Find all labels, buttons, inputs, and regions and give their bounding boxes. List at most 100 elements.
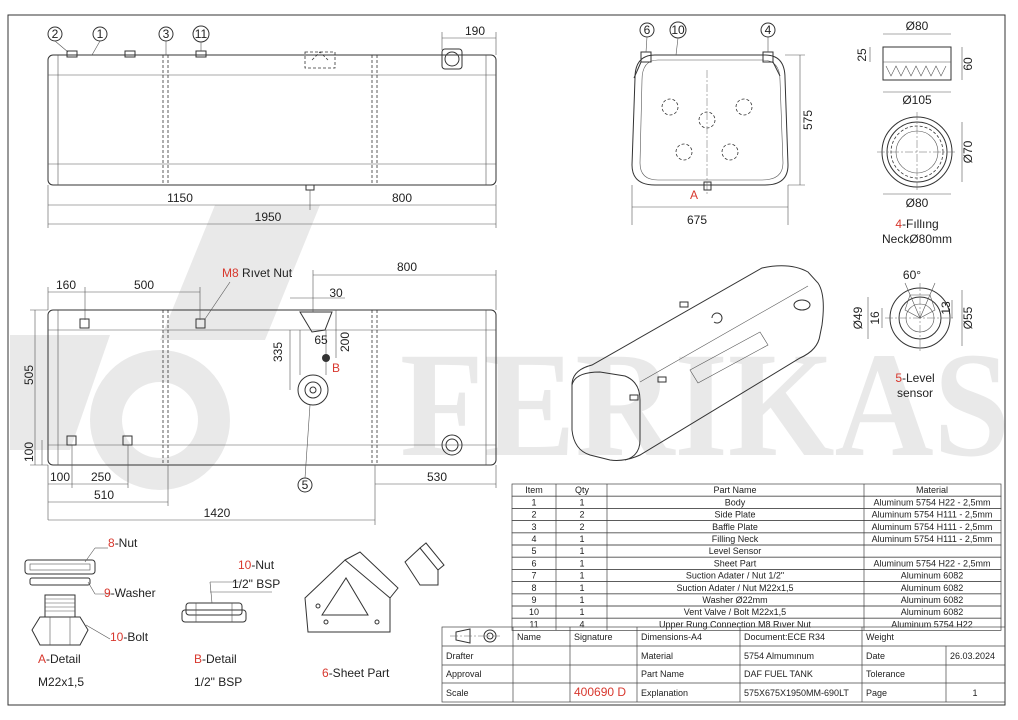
tb-code: 400690 D (574, 685, 626, 699)
bom-cell: 11 (529, 619, 538, 629)
bom-header-cell: Part Name (713, 485, 756, 495)
tb-page-value: 1 (972, 688, 977, 698)
svg-text:A-Detail: A-Detail (38, 652, 81, 666)
watermark-text: FERIKAS (400, 322, 1010, 488)
watermark: FERIKAS (10, 205, 1010, 490)
bom-cell: 1 (531, 497, 536, 507)
bom-cell: Baffle Plate (712, 522, 758, 532)
tb-date-value: 26.03.2024 (950, 651, 995, 661)
filling-neck-dimensions: Ø80 25 60 Ø105 Ø70 Ø80 (855, 19, 975, 210)
bom-cell: Body (725, 497, 746, 507)
dim-neck-25: 25 (855, 48, 869, 62)
balloon-11: 11 (195, 27, 208, 41)
callout-bolt-text: -Bolt (123, 630, 148, 644)
dim-neck-d70: Ø70 (961, 140, 975, 163)
filling-neck-caption: 4-Fıllıng NeckØ80mm (882, 217, 952, 246)
detail-b-letter: B (194, 652, 202, 666)
tb-scale: Scale (446, 688, 469, 698)
side-view (47, 48, 497, 191)
bom-header-cell: Qty (575, 485, 590, 495)
dim-sensor-60deg: 60° (903, 268, 921, 282)
rivet-nut-size: M8 (222, 266, 239, 280)
rivet-nut-note: M8 Rıvet Nut (222, 266, 293, 280)
tb-material-label: Material (641, 651, 673, 661)
dim-plan-200: 200 (338, 332, 352, 352)
dim-plan-65: 65 (314, 333, 328, 347)
bom-cell: Level Sensor (709, 546, 762, 556)
svg-text:4-Fıllıng: 4-Fıllıng (895, 217, 938, 231)
svg-text:B-Detail: B-Detail (194, 652, 237, 666)
dim-neck-d105: Ø105 (902, 93, 932, 107)
bom-cell: Vent Valve / Bolt M22x1,5 (684, 607, 786, 617)
dim-neck-d80-top: Ø80 (906, 19, 929, 33)
bom-cell: Suction Adater / Nut M22x1,5 (676, 583, 793, 593)
level-sensor-detail (885, 282, 955, 353)
tb-part-name-label: Part Name (641, 669, 684, 679)
detail-a: 8-Nut 9-Washer 10-Bolt A-Detail M22x1,5 (24, 536, 156, 689)
balloon-4: 4 (765, 23, 772, 37)
bom-cell: Washer Ø22mm (702, 595, 767, 605)
tb-page-label: Page (866, 688, 887, 698)
bom-cell: 4 (531, 534, 536, 544)
bom-cell: 3 (531, 522, 536, 532)
callout-b-nut-number: 10 (238, 558, 252, 572)
sheet-part-text: -Sheet Part (329, 666, 390, 680)
bom-cell: Aluminum 6082 (901, 571, 964, 581)
dim-plan-500: 500 (134, 278, 154, 292)
side-view-dimensions: 190 1150 800 1950 (47, 24, 497, 228)
bom-cell: 2 (579, 522, 584, 532)
bom-header-cell: Material (916, 485, 948, 495)
bom-cell: Aluminum 6082 (901, 607, 964, 617)
dim-1950: 1950 (255, 210, 282, 224)
detail-a-spec: M22x1,5 (38, 675, 84, 689)
tb-part-name-value: DAF FUEL TANK (744, 669, 813, 679)
dim-plan-100-horizontal: 100 (50, 470, 70, 484)
bom-cell: 9 (531, 595, 536, 605)
level-caption-text: -Level (902, 371, 935, 385)
bom-cell: Aluminum 5754 H111 - 2,5mm (872, 522, 993, 532)
level-sensor-dimensions: 60° Ø49 16 13 Ø55 (851, 268, 975, 346)
filling-caption-text: -Fıllıng (902, 217, 939, 231)
bom-cell: 1 (579, 571, 584, 581)
callout-washer-number: 9 (104, 586, 111, 600)
sheet-part-detail: 6-Sheet Part (304, 542, 445, 680)
detail-a-text: -Detail (46, 652, 81, 666)
bom-cell: 1 (579, 497, 584, 507)
bom-cell: Suction Adater / Nut 1/2" (686, 571, 784, 581)
bom-cell: 4 (579, 619, 584, 629)
bom-cell: 1 (579, 583, 584, 593)
dim-plan-100-vertical: 100 (22, 442, 36, 462)
bom-cell: 1 (579, 558, 584, 568)
bom-cell: Aluminum 5754 H111 - 2,5mm (872, 534, 993, 544)
dim-sensor-d49: Ø49 (851, 306, 865, 329)
level-sensor-caption: 5-Level sensor (895, 371, 934, 400)
dim-plan-800: 800 (397, 260, 417, 274)
callout-bolt-number: 10 (110, 630, 124, 644)
bom-cell: 5 (531, 546, 536, 556)
bom-cell: Aluminum 5754 H111 - 2,5mm (872, 510, 993, 520)
dim-neck-d80-bottom: Ø80 (906, 196, 929, 210)
svg-text:6-Sheet Part: 6-Sheet Part (322, 666, 390, 680)
title-block: Name Signature Dimensions-A4 Document:EC… (441, 626, 1006, 703)
dim-575: 575 (801, 110, 815, 130)
dim-plan-335: 335 (271, 342, 285, 362)
svg-text:10-Bolt: 10-Bolt (110, 630, 149, 644)
bom-cell: 1 (579, 595, 584, 605)
bom-cell: 7 (531, 571, 536, 581)
filling-caption-line2: NeckØ80mm (882, 232, 952, 246)
level-caption-number: 5 (895, 371, 902, 385)
filling-neck-detail (877, 46, 957, 192)
dim-1150: 1150 (167, 191, 193, 205)
svg-text:9-Washer: 9-Washer (104, 586, 156, 600)
side-view-balloons: 2 1 3 11 (47, 25, 210, 56)
balloon-1: 1 (97, 27, 104, 41)
tb-name: Name (517, 632, 541, 642)
tb-drafter: Drafter (446, 651, 474, 661)
bom-cell: 2 (579, 510, 584, 520)
bom-cell: 1 (579, 607, 584, 617)
balloon-5: 5 (302, 478, 309, 492)
bom-row (511, 617, 1002, 631)
plan-view-dimensions: 800 160 500 30 335 65 200 505 100 100 25… (22, 260, 497, 525)
